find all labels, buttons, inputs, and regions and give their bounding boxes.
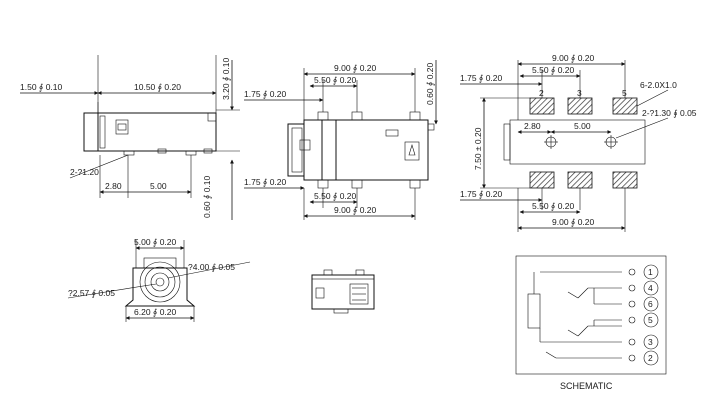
- top-dim-left-bottom: 1.75 ∮ 0.20: [244, 177, 287, 187]
- side-view: 1.50 ∮ 0.10 10.50 ∮ 0.20 3.20 ∮ 0.10 2-?…: [20, 55, 240, 220]
- schematic-pin-2: 2: [648, 353, 653, 363]
- pad-label-5: 5: [622, 88, 627, 98]
- schematic-pin-1: 1: [648, 267, 653, 277]
- schematic: 1 4 6 5 3 2 SCHEMATIC: [515, 255, 667, 391]
- schematic-pin-4: 4: [648, 283, 653, 293]
- top-dim-right-height: 0.60 ∮ 0.20: [425, 62, 435, 105]
- schematic-title: SCHEMATIC: [560, 381, 613, 391]
- rear-view: [311, 269, 375, 314]
- fp-dim-overall: 9.00 ∮ 0.20: [552, 53, 595, 63]
- side-dim-height: 3.20 ∮ 0.10: [221, 57, 231, 100]
- front-dim-bottom-width: 6.20 ∮ 0.20: [134, 307, 177, 317]
- top-dim-left-top: 1.75 ∮ 0.20: [244, 89, 287, 99]
- top-dim-inner-bottom: 5.50 ∮ 0.20: [314, 191, 357, 201]
- fp-dim-h-b: 5.00: [574, 121, 591, 131]
- side-dim-pin-drop: 0.60 ∮ 0.10: [202, 175, 212, 218]
- front-dim-inner-dia: ?2.57 ∮ 0.05: [68, 288, 115, 298]
- fp-dim-left: 1.75 ∮ 0.20: [460, 73, 503, 83]
- front-view: 5.00 ∮ 0.20 ?4.00 ∮ 0.05 ?2.57 ∮ 0.05 6.…: [67, 237, 251, 322]
- pad-label-2: 2: [539, 88, 544, 98]
- fp-dim-height: 7.50 ± 0.20: [473, 127, 483, 170]
- fp-dim-pad-size: 6-2.0X1.0: [640, 80, 677, 90]
- top-dim-inner: 5.50 ∮ 0.20: [314, 75, 357, 85]
- fp-dim-hole-dia: 2-?1.30 ∮ 0.05: [642, 108, 697, 118]
- side-dim-left-offset: 1.50 ∮ 0.10: [20, 82, 63, 92]
- front-dim-outer-dia: ?4.00 ∮ 0.05: [188, 262, 235, 272]
- top-dim-overall: 9.00 ∮ 0.20: [334, 63, 377, 73]
- fp-dim-inner: 5.50 ∮ 0.20: [532, 65, 575, 75]
- fp-dim-inner-bottom: 5.50 ∮ 0.20: [532, 201, 575, 211]
- fp-dim-h-a: 2.80: [524, 121, 541, 131]
- top-view: 9.00 ∮ 0.20 5.50 ∮ 0.20 1.75 ∮ 0.20 1.75…: [244, 60, 438, 220]
- side-dim-body-length: 10.50 ∮ 0.20: [134, 82, 181, 92]
- fp-dim-left-bottom: 1.75 ∮ 0.20: [460, 189, 503, 199]
- schematic-pin-6: 6: [648, 299, 653, 309]
- fp-dim-overall-bottom: 9.00 ∮ 0.20: [552, 217, 595, 227]
- schematic-pin-3: 3: [648, 337, 653, 347]
- schematic-pin-5: 5: [648, 315, 653, 325]
- side-dim-pin-b: 5.00: [150, 181, 167, 191]
- front-dim-top-width: 5.00 ∮ 0.20: [134, 237, 177, 247]
- side-dim-pin-dia: 2-?1.20: [70, 167, 99, 177]
- footprint-view: 2 3 5 9.00 ∮ 0.20 5.50 ∮ 0.20: [460, 53, 697, 232]
- side-dim-pin-a: 2.80: [105, 181, 122, 191]
- pad-label-3: 3: [577, 88, 582, 98]
- top-dim-overall-bottom: 9.00 ∮ 0.20: [334, 205, 377, 215]
